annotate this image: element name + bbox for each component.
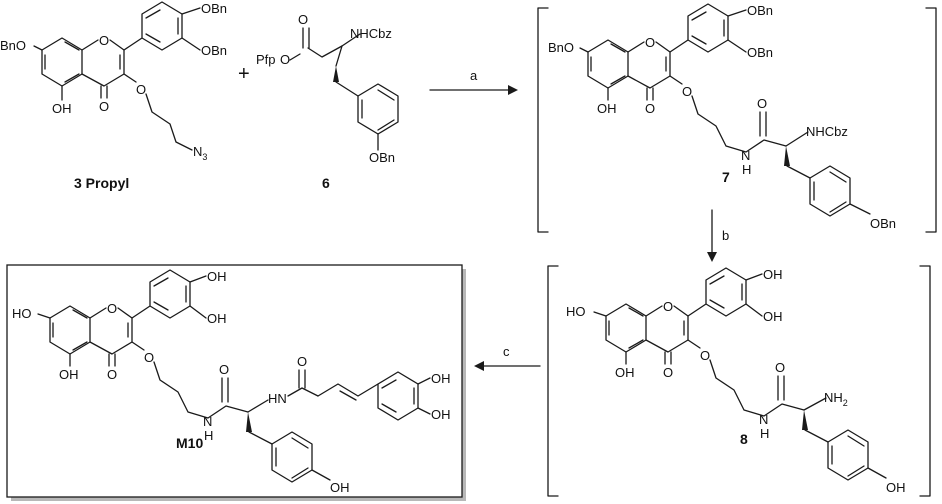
m10-box [6,264,463,498]
3-ring-o: O [99,33,109,48]
8-nh2: NH2 [824,390,848,408]
compound-8: OH OH HO O OH O O N H O NH2 OH 8 [547,265,931,497]
8-oh-tyr: OH [886,480,906,495]
compound-label-m10: M10 [176,435,203,451]
8-ether-o: O [700,348,710,363]
m10-oh: OH [59,367,79,382]
m10-amide2-o: O [297,354,307,369]
6-obn: OBn [369,150,395,165]
7-bno: BnO [548,40,574,55]
8-oh-top: OH [763,267,783,282]
7-nhcbz: NHCbz [806,124,848,139]
6-ester-o: O [280,52,290,67]
8-ho: HO [566,304,586,319]
m10-ring-o: O [107,301,117,316]
condition-b: b [722,228,729,243]
7-oh: OH [597,101,617,116]
7-obn-tyr: OBn [870,216,896,231]
8-nh-n: N [759,412,768,427]
8-keto-o: O [663,365,673,380]
8-oh-mid: OH [763,309,783,324]
7-ring-o: O [645,35,655,50]
condition-a: a [470,68,478,83]
m10-caffeoyl-oh-2: OH [431,407,451,422]
3-azide-n: N3 [193,144,207,162]
m10-ether-o: O [144,350,154,365]
7-nh-h: H [742,162,751,177]
compound-label-7: 7 [722,169,730,185]
plus-sign: + [238,63,250,85]
7-keto-o: O [645,101,655,116]
m10-amide-o: O [219,362,229,377]
8-amide-o: O [775,360,785,375]
m10-nh-h: H [204,428,213,443]
8-oh: OH [615,365,635,380]
compound-label-8: 8 [740,431,748,447]
compound-label-3-propyl: 3 Propyl [74,175,129,191]
7-ether-o: O [682,84,692,99]
arrow-a: a [429,68,518,95]
3-obn-mid: OBn [201,43,227,58]
6-nhcbz: NHCbz [350,26,392,41]
m10-keto-o: O [107,367,117,382]
3-obn-top: OBn [201,1,227,16]
m10-hn: HN [268,391,287,406]
7-obn-mid: OBn [747,45,773,60]
7-obn-top: OBn [747,3,773,18]
compound-label-6: 6 [322,175,330,191]
compound-7: OBn OBn BnO O OH O O N H O NHCbz OBn 7 [537,3,937,233]
m10-oh-mid: OH [207,311,227,326]
7-nh-n: N [741,148,750,163]
compound-6: O Pfp O NHCbz OBn 6 [256,12,399,191]
8-ring-o: O [663,299,673,314]
arrow-b: b [707,209,729,262]
m10-caffeoyl-oh-1: OH [431,371,451,386]
3-oh: OH [52,101,72,116]
3-keto-o: O [99,99,109,114]
3-ether-o: O [136,82,146,97]
compound-3-propyl: OBn OBn BnO O OH O O N3 3 Propyl [0,1,227,191]
arrow-c: c [474,344,541,371]
m10-oh-tyr: OH [330,480,350,495]
6-pfp: Pfp [256,52,276,67]
m10-nh-n: N [203,414,212,429]
7-amide-o: O [757,96,767,111]
condition-c: c [503,344,510,359]
m10-oh-top: OH [207,269,227,284]
compound-m10: OH OH HO O OH O O N H O HN O OH OH OH M1… [6,264,466,501]
m10-ho: HO [12,306,32,321]
8-nh-h: H [760,426,769,441]
3-bno: BnO [0,38,26,53]
6-carbonyl-o: O [298,12,308,27]
